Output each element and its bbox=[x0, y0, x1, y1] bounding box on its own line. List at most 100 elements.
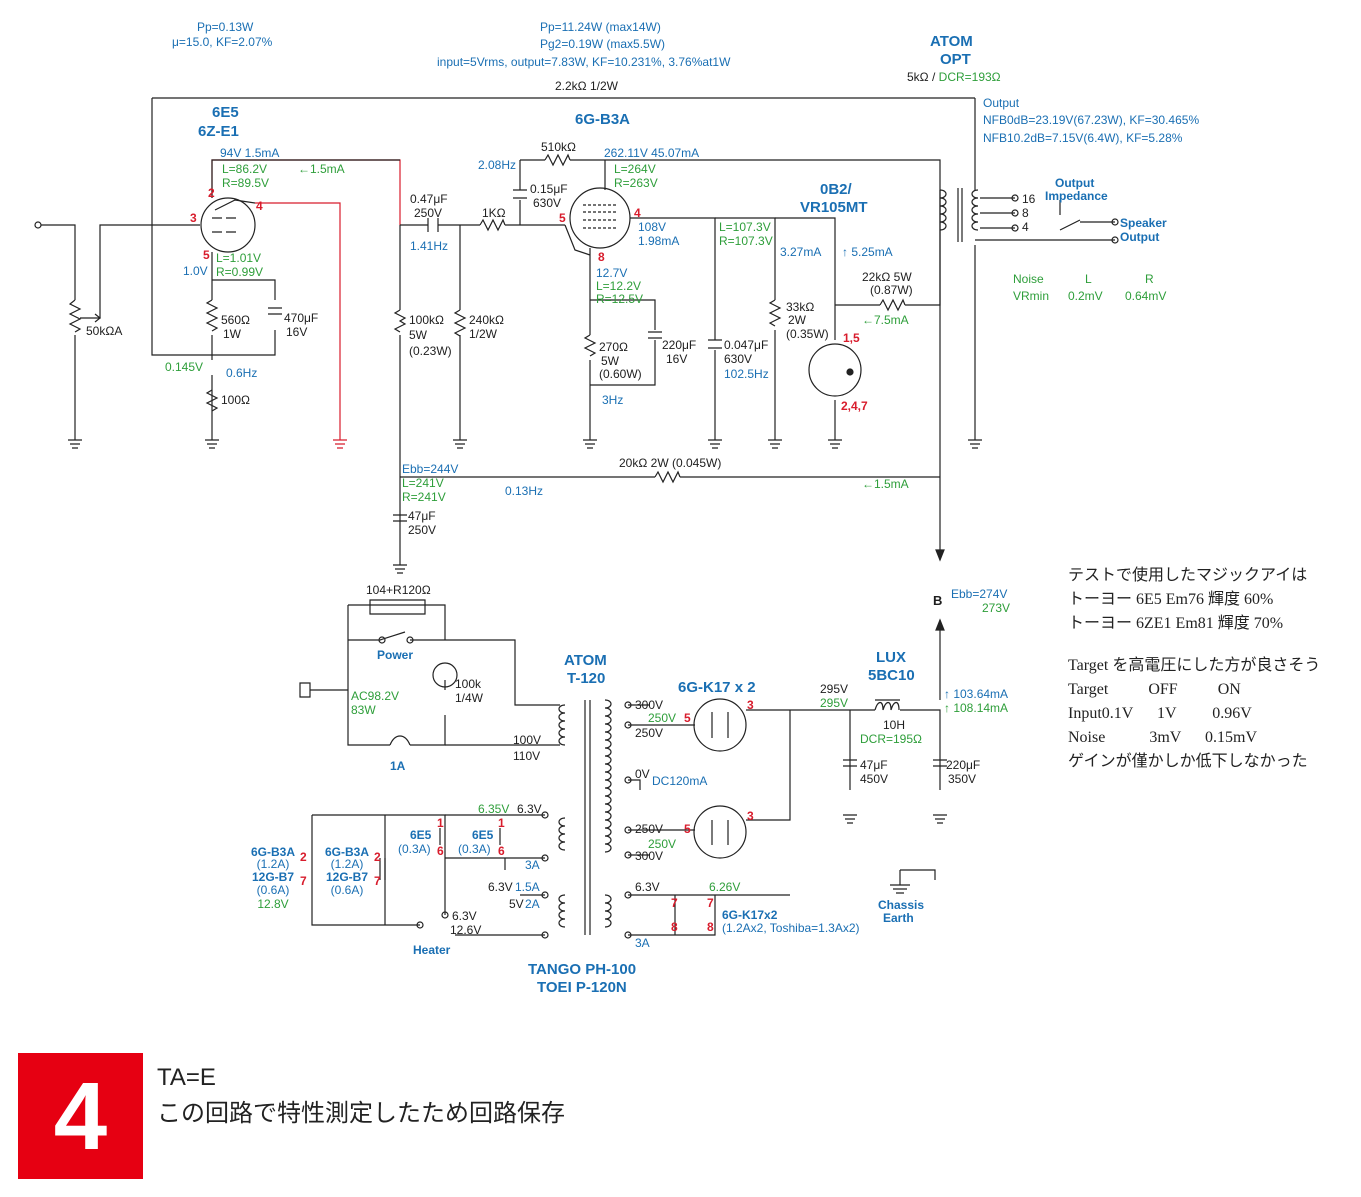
heater-a-pin-2: 2 bbox=[300, 850, 307, 864]
rectifier-name: 6G-K17 x 2 bbox=[678, 679, 756, 696]
tube1-plate-l: L=86.2V bbox=[222, 162, 268, 176]
heater-a-pin-7: 7 bbox=[300, 874, 307, 888]
screen-node-l: L=107.3V bbox=[719, 220, 771, 234]
rail-current: ←1.5mA bbox=[862, 477, 909, 491]
tube1-plate-r: R=89.5V bbox=[222, 176, 270, 190]
heater-b-pin-2: 2 bbox=[374, 850, 381, 864]
tube2-cathode-resistor-wattage: 5W bbox=[601, 354, 619, 368]
tube2-plate-r: R=263V bbox=[614, 176, 658, 190]
opt-impedance: 5kΩ / DCR=193Ω bbox=[907, 70, 1001, 84]
cathode-cap-voltage: 16V bbox=[286, 325, 308, 339]
choke-model: 5BC10 bbox=[868, 667, 915, 684]
output-impedance-label-2: Impedance bbox=[1045, 189, 1108, 203]
tube2-screen-current: 1.98mA bbox=[638, 234, 680, 248]
tap-4: 4 bbox=[1022, 220, 1029, 234]
opt-label: OPT bbox=[940, 51, 971, 68]
speaker-output-label: Speaker bbox=[1120, 216, 1167, 230]
rail-cap-voltage: 250V bbox=[408, 523, 437, 537]
grid-resistor-value: 240kΩ bbox=[469, 313, 504, 327]
tube1-pin-3: 3 bbox=[190, 211, 197, 225]
figure-number-badge: 4 bbox=[18, 1053, 143, 1179]
coupling-cap-voltage: 250V bbox=[414, 206, 443, 220]
tube1-pin-2: 2 bbox=[208, 186, 215, 200]
chassis-label: Chassis bbox=[878, 898, 925, 912]
fuse-label: 1A bbox=[390, 759, 406, 773]
coupling-cap-value: 0.47μF bbox=[410, 192, 448, 206]
heater-k17-a-pin-8: 8 bbox=[671, 920, 678, 934]
noise-l-value: 0.2mV bbox=[1068, 289, 1103, 303]
ac-input-voltage: AC98.2V bbox=[351, 689, 400, 703]
tube1-cathode-r: R=0.99V bbox=[216, 265, 264, 279]
supply-current-measured: ↑ 108.14mA bbox=[944, 701, 1009, 715]
screen-bypass-cap-voltage: 630V bbox=[724, 352, 753, 366]
noise-l-header: L bbox=[1085, 272, 1092, 286]
tube2-plate-dissipation: Pp=11.24W (max14W) bbox=[540, 20, 661, 34]
cathode-cap-value: 470μF bbox=[284, 311, 319, 325]
heater-6e5-a-pin-1: 1 bbox=[437, 816, 444, 830]
tube2-cathode-cap: 220μF bbox=[662, 338, 697, 352]
heater-load-b-tube-alt: 12G-B7 bbox=[325, 870, 369, 884]
noise-label: Noise bbox=[1013, 272, 1044, 286]
heater-3a-b: 3A bbox=[635, 936, 650, 950]
rail-cap-value: 47μF bbox=[408, 509, 436, 523]
tube2-cathode-r: R=12.5V bbox=[596, 292, 644, 306]
heater-3a: 3A bbox=[525, 858, 540, 872]
figure-number: 4 bbox=[53, 1063, 108, 1170]
cathode-corner-freq: 0.6Hz bbox=[226, 366, 258, 380]
filter-cap2: 220μF bbox=[946, 758, 981, 772]
tube2-plate-bias: 262.11V 45.07mA bbox=[604, 146, 700, 160]
snubber-label: 104+R120Ω bbox=[366, 583, 431, 597]
bleeder-current: 3.27mA bbox=[780, 245, 822, 259]
heater-k17-b-pin-8: 8 bbox=[707, 920, 714, 934]
filter-cap1: 47μF bbox=[860, 758, 888, 772]
feedback-resistor-label: 2.2kΩ 1/2W bbox=[555, 79, 618, 93]
filter-cap1-voltage: 450V bbox=[860, 772, 889, 786]
tube1-pin-4: 4 bbox=[256, 199, 263, 213]
heater-6e5-a-pin-6: 6 bbox=[437, 844, 444, 858]
tube1-cathode-l: L=1.01V bbox=[216, 251, 262, 265]
note-line: Target を高電圧にした方が良さそう bbox=[1068, 657, 1321, 674]
lamp-resistor: 100k bbox=[455, 677, 482, 691]
heater-626v: 6.26V bbox=[709, 880, 741, 894]
plate-load-wattage: 5W bbox=[409, 328, 427, 342]
tube1-mu-distortion: μ=15.0, KF=2.07% bbox=[172, 35, 273, 49]
coupling-corner-freq: 1.41Hz bbox=[410, 239, 449, 253]
heater-6e5-a: 6E5 bbox=[410, 828, 432, 842]
input-output-spec: input=5Vrms, output=7.83W, KF=10.231%, 3… bbox=[437, 55, 731, 69]
primary-100v: 100V bbox=[513, 733, 542, 747]
tube2-pin-5: 5 bbox=[559, 211, 566, 225]
secondary-250v-b: 250V bbox=[635, 822, 664, 836]
tube2-cathode-cap-voltage: 16V bbox=[666, 352, 688, 366]
tube1-current: ←1.5mA bbox=[298, 162, 345, 176]
figure-caption-text: この回路で特性測定したため回路保存 bbox=[157, 1100, 565, 1127]
tube-0b2 bbox=[808, 343, 862, 397]
tube2-screen-voltage: 108V bbox=[638, 220, 667, 234]
tube2-cathode-l: L=12.2V bbox=[596, 279, 642, 293]
supply-current: ↑ 103.64mA bbox=[944, 687, 1009, 701]
power-switch-label[interactable]: Power bbox=[377, 648, 414, 662]
figure-caption-title: TA=E bbox=[157, 1064, 216, 1091]
heater-load-a-current: (1.2A) bbox=[256, 857, 290, 871]
ebb-b-measured: 273V bbox=[982, 601, 1011, 615]
tube2-pin-8: 8 bbox=[598, 250, 605, 264]
heater-k17-a-pin-7: 7 bbox=[671, 896, 678, 910]
cathode-resistor-wattage: 1W bbox=[223, 327, 241, 341]
volume-pot bbox=[68, 299, 82, 333]
tap-8: 8 bbox=[1022, 206, 1029, 220]
heater-6e5-b-current: (0.3A) bbox=[458, 842, 491, 856]
note-line: トーヨー 6E5 Em76 輝度 60% bbox=[1068, 591, 1274, 608]
feedback-shunt-resistor: 100Ω bbox=[221, 393, 250, 407]
heater-selector-63v[interactable]: 6.3V bbox=[452, 909, 477, 923]
rail-corner-freq: 0.13Hz bbox=[505, 484, 544, 498]
rectifier1-pin-3: 3 bbox=[747, 698, 754, 712]
tube2-plate-l: L=264V bbox=[614, 162, 656, 176]
heater-load-a-tube: 6G-B3A bbox=[250, 845, 295, 859]
plate-load-dissipation: (0.23W) bbox=[409, 344, 452, 358]
heater-5v: 5V bbox=[509, 897, 524, 911]
rectifier1-pin-5: 5 bbox=[684, 711, 691, 725]
earth-label: Earth bbox=[883, 911, 914, 925]
regulator-name: 0B2/ bbox=[820, 181, 852, 198]
heater-k17-b-pin-7: 7 bbox=[707, 896, 714, 910]
heater-selector-126v[interactable]: 12.6V bbox=[450, 923, 482, 937]
